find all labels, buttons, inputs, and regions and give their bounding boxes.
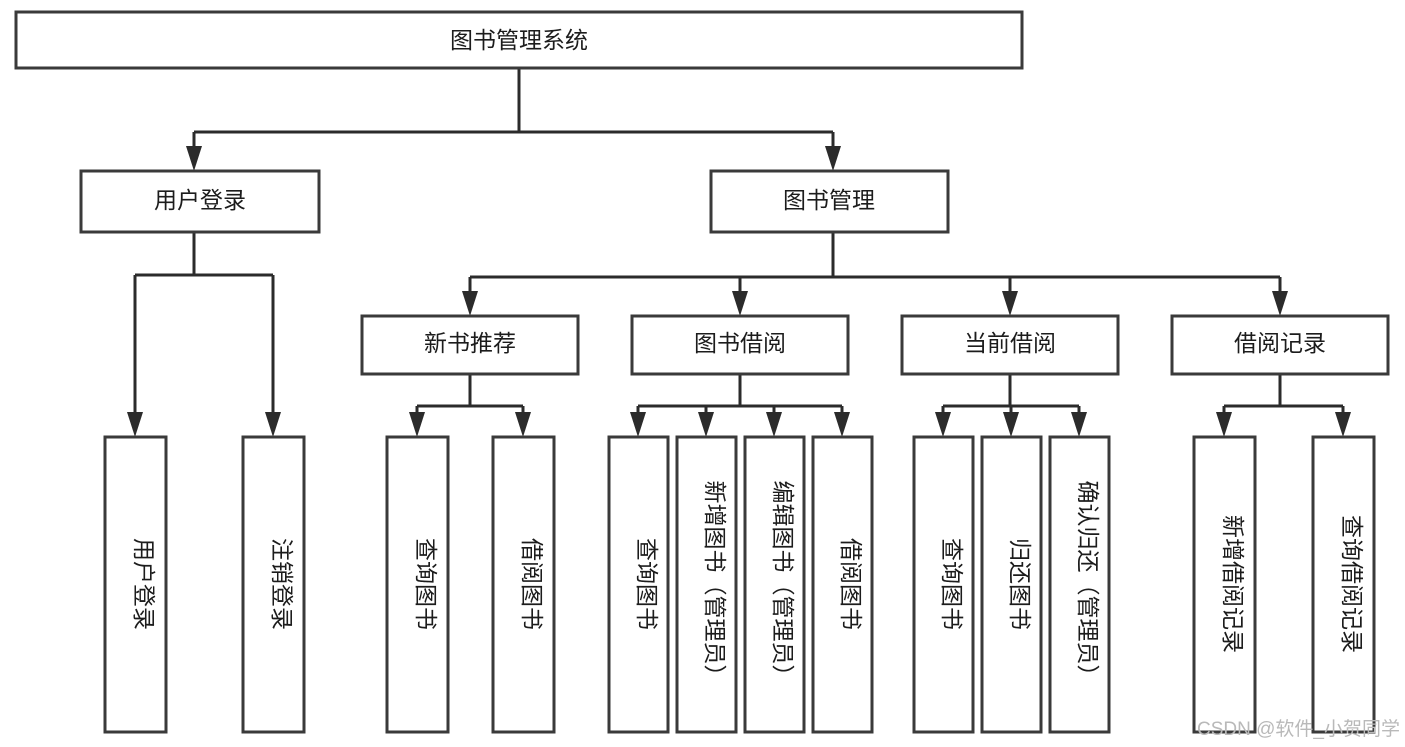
node-leaf-logout[interactable]: 注销登录 xyxy=(241,435,306,734)
node-book-management-box[interactable] xyxy=(709,169,950,234)
node-leaf-logout-box[interactable] xyxy=(241,435,306,734)
connector-group-new-book-to-leaves xyxy=(409,374,531,437)
arrow-head-new-book-recommend xyxy=(462,291,478,316)
arrow-head-leaf-user-login xyxy=(127,412,143,437)
node-leaf-edit-book-admin-label: 编辑图书（管理员） xyxy=(770,481,796,688)
node-leaf-add-borrow-record[interactable]: 新增借阅记录 xyxy=(1192,435,1257,734)
node-leaf-confirm-return-admin[interactable]: 确认归还（管理员） xyxy=(1048,435,1111,734)
arrow-head-bb-leaf3 xyxy=(766,412,782,437)
arrow-head-user-login xyxy=(186,146,202,171)
connector-group-book-mgmt-to-level3 xyxy=(462,232,1288,316)
arrow-head-leaf-logout xyxy=(265,412,281,437)
node-leaf-borrow-book-nb[interactable]: 借阅图书 xyxy=(491,435,556,734)
node-leaf-add-book-admin-label: 新增图书（管理员） xyxy=(702,481,728,688)
arrow-head-borrow-records xyxy=(1272,291,1288,316)
arrow-head-book-management xyxy=(825,146,841,171)
node-borrow-records-box[interactable] xyxy=(1170,314,1390,376)
node-leaf-return-book[interactable]: 归还图书 xyxy=(980,435,1043,734)
arrow-head-book-borrow xyxy=(732,291,748,316)
node-leaf-confirm-return-admin-label: 确认归还（管理员） xyxy=(1075,481,1101,688)
connector-group-user-login-to-leaves xyxy=(127,232,281,437)
node-user-login-box[interactable] xyxy=(79,169,321,234)
connector-group-current-borrow-to-leaves xyxy=(935,374,1087,437)
node-leaf-edit-book-admin[interactable]: 编辑图书（管理员） xyxy=(743,435,806,734)
arrow-head-cb-leaf1 xyxy=(935,412,951,437)
node-leaf-query-book-bb[interactable]: 查询图书 xyxy=(607,435,670,734)
arrow-head-bb-leaf4 xyxy=(834,412,850,437)
node-new-book-recommend-box[interactable] xyxy=(360,314,580,376)
node-user-login[interactable]: 用户登录 xyxy=(79,169,321,234)
node-leaf-query-book-bb-box[interactable] xyxy=(607,435,670,734)
arrow-head-br-leaf1 xyxy=(1216,412,1232,437)
node-leaf-borrow-book-bb-label: 借阅图书 xyxy=(838,538,864,630)
node-leaf-query-book-cb-label: 查询图书 xyxy=(939,538,965,630)
node-root-label: 图书管理系统 xyxy=(450,27,588,53)
node-book-borrow[interactable]: 图书借阅 xyxy=(630,314,850,376)
node-leaf-logout-label: 注销登录 xyxy=(269,538,295,630)
arrow-head-br-leaf2 xyxy=(1335,412,1351,437)
node-leaf-return-book-label: 归还图书 xyxy=(1007,538,1033,630)
node-leaf-confirm-return-admin-box[interactable] xyxy=(1048,435,1111,734)
node-leaf-query-book-nb-box[interactable] xyxy=(385,435,450,734)
node-leaf-query-borrow-record-label: 查询借阅记录 xyxy=(1339,515,1365,653)
node-new-book-recommend[interactable]: 新书推荐 xyxy=(360,314,580,376)
node-leaf-query-borrow-record-box[interactable] xyxy=(1311,435,1376,734)
node-leaf-add-book-admin-box[interactable] xyxy=(675,435,738,734)
node-leaf-add-book-admin[interactable]: 新增图书（管理员） xyxy=(675,435,738,734)
arrow-head-bb-leaf1 xyxy=(630,412,646,437)
node-book-borrow-label: 图书借阅 xyxy=(694,330,786,356)
node-root-system[interactable]: 图书管理系统 xyxy=(14,10,1024,70)
arrow-head-nb-leaf2 xyxy=(515,412,531,437)
node-leaf-user-login[interactable]: 用户登录 xyxy=(103,435,168,734)
connector-group-book-borrow-to-leaves xyxy=(630,374,850,437)
node-leaf-borrow-book-bb[interactable]: 借阅图书 xyxy=(811,435,874,734)
arrow-head-cb-leaf3 xyxy=(1071,412,1087,437)
node-leaf-borrow-book-bb-box[interactable] xyxy=(811,435,874,734)
node-leaf-query-book-nb-label: 查询图书 xyxy=(413,538,439,630)
node-borrow-records[interactable]: 借阅记录 xyxy=(1170,314,1390,376)
node-leaf-query-book-cb-box[interactable] xyxy=(912,435,975,734)
arrow-head-nb-leaf1 xyxy=(409,412,425,437)
node-current-borrow-label: 当前借阅 xyxy=(964,330,1056,356)
node-user-login-label: 用户登录 xyxy=(154,187,246,213)
node-root-box[interactable] xyxy=(14,10,1024,70)
node-leaf-user-login-label: 用户登录 xyxy=(131,538,157,630)
arrow-head-current-borrow xyxy=(1002,291,1018,316)
node-leaf-return-book-box[interactable] xyxy=(980,435,1043,734)
node-leaf-query-book-nb[interactable]: 查询图书 xyxy=(385,435,450,734)
node-leaf-borrow-book-nb-label: 借阅图书 xyxy=(519,538,545,630)
node-current-borrow[interactable]: 当前借阅 xyxy=(900,314,1120,376)
node-leaf-query-book-cb[interactable]: 查询图书 xyxy=(912,435,975,734)
node-borrow-records-label: 借阅记录 xyxy=(1234,330,1326,356)
node-leaf-user-login-box[interactable] xyxy=(103,435,168,734)
node-book-borrow-box[interactable] xyxy=(630,314,850,376)
arrow-head-bb-leaf2 xyxy=(698,412,714,437)
node-book-management[interactable]: 图书管理 xyxy=(709,169,950,234)
connector-group-root-to-level2 xyxy=(186,68,841,171)
node-leaf-query-book-bb-label: 查询图书 xyxy=(634,538,660,630)
node-book-management-label: 图书管理 xyxy=(783,187,875,213)
node-leaf-add-borrow-record-box[interactable] xyxy=(1192,435,1257,734)
node-leaf-add-borrow-record-label: 新增借阅记录 xyxy=(1220,515,1246,653)
node-leaf-edit-book-admin-box[interactable] xyxy=(743,435,806,734)
connector-group-borrow-records-to-leaves xyxy=(1216,374,1351,437)
arrow-head-cb-leaf2 xyxy=(1003,412,1019,437)
node-leaf-query-borrow-record[interactable]: 查询借阅记录 xyxy=(1311,435,1376,734)
node-new-book-recommend-label: 新书推荐 xyxy=(424,330,516,356)
csdn-watermark: CSDN @软件_小贺同学 xyxy=(1197,718,1400,740)
node-current-borrow-box[interactable] xyxy=(900,314,1120,376)
node-leaf-borrow-book-nb-box[interactable] xyxy=(491,435,556,734)
